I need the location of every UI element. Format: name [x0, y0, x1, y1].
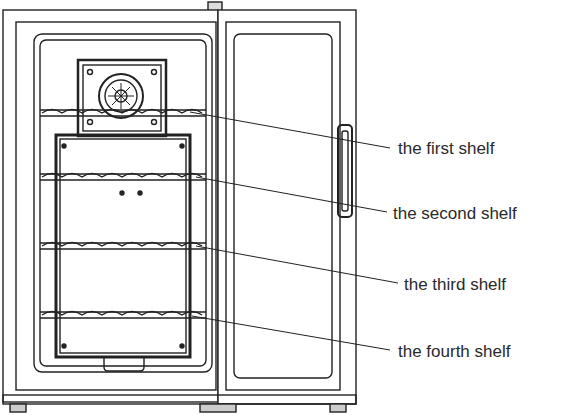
- shelf-label: the fourth shelf: [398, 343, 510, 360]
- shelf-label: the second shelf: [393, 205, 517, 222]
- shelf-label: the first shelf: [398, 140, 494, 157]
- shelf-label: the third shelf: [404, 276, 506, 293]
